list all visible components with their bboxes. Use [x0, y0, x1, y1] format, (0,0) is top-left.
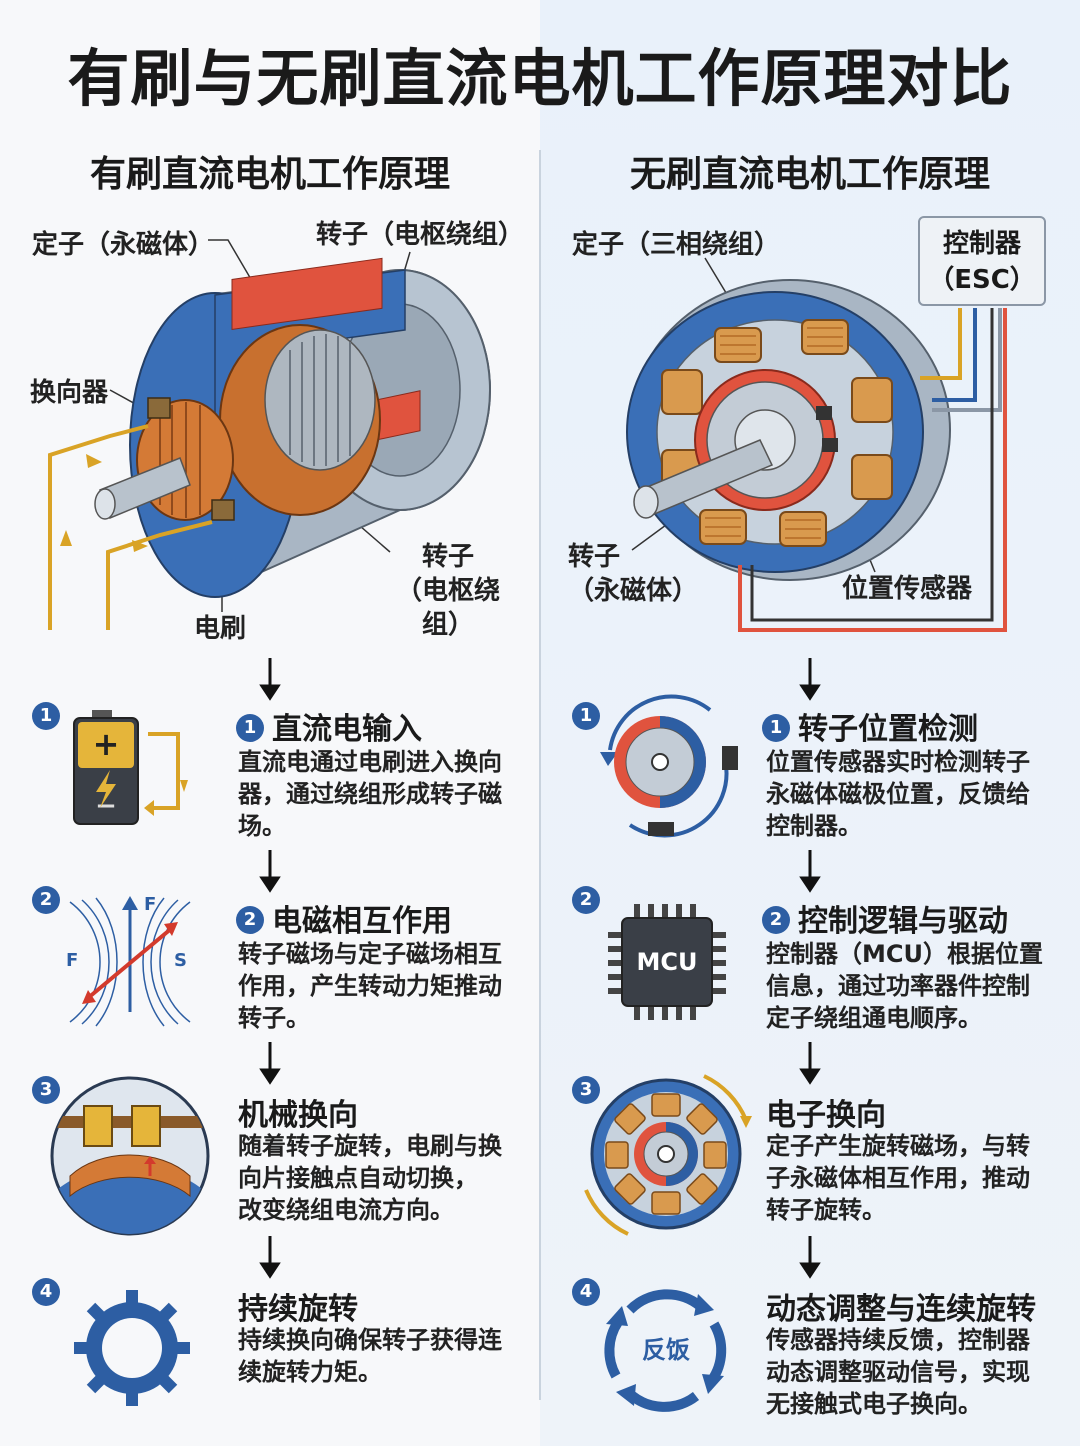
brushless-motor-illustration	[626, 257, 1007, 632]
svg-text:+: +	[93, 725, 120, 763]
chip-label: MCU	[637, 948, 698, 976]
label-rotor-armature-bottom: 转子 （电枢绕组）	[395, 542, 500, 640]
label-commutator: 换向器	[30, 378, 109, 408]
step-description: 持续换向确保转子获得连续旋转力矩。	[238, 1326, 502, 1386]
brushed-motor-illustration	[48, 239, 491, 630]
step-number-badge: 2	[572, 886, 600, 914]
brushless-heading: 无刷直流电机工作原理	[629, 154, 990, 195]
step-description: 直流电通过电刷进入换向器，通过绕组形成转子磁场。	[238, 748, 502, 840]
step-number-badge: 3	[572, 1076, 600, 1104]
step-description: 随着转子旋转，电刷与换向片接触点自动切换，改变绕组电流方向。	[238, 1132, 502, 1224]
controller-esc-box: 控制器 （ESC）	[918, 216, 1046, 306]
step-title: 电子换向	[766, 1098, 886, 1133]
label-stator-three-phase: 定子（三相绕组）	[572, 230, 781, 260]
step-description: 位置传感器实时检测转子永磁体磁极位置，反馈给控制器。	[766, 748, 1030, 840]
step-number-badge: 1	[32, 702, 60, 730]
force-label-f-top: F	[144, 894, 156, 915]
feedback-cycle-icon: 反饭	[604, 1289, 727, 1412]
step-description: 传感器持续反馈，控制器动态调整驱动信号，实现无接触式电子换向。	[766, 1326, 1030, 1418]
feedback-label: 反饭	[642, 1336, 690, 1364]
step-title: 持续旋转	[238, 1292, 358, 1327]
step-title: 动态调整与连续旋转	[766, 1292, 1036, 1327]
rotor-position-sensing-icon	[600, 694, 738, 838]
label-stator-permanent-magnet: 定子（永磁体）	[32, 230, 215, 260]
label-brush: 电刷	[194, 614, 247, 644]
step-description: 定子产生旋转磁场，与转子永磁体相互作用，推动转子旋转。	[766, 1132, 1030, 1224]
step-number-badge: 1	[572, 702, 600, 730]
label-rotor-armature-top: 转子（电枢绕组）	[316, 220, 525, 250]
page-title: 有刷与无刷直流电机工作原理对比	[67, 42, 1013, 115]
brushed-heading: 有刷直流电机工作原理	[89, 154, 450, 195]
mcu-chip-icon: MCU	[608, 904, 726, 1020]
step-number-badge: 3	[32, 1076, 60, 1104]
label-rotor-permanent-magnet: 转子 （永磁体）	[568, 542, 699, 606]
step-number-badge: 2	[32, 886, 60, 914]
gear-rotation-icon	[74, 1290, 190, 1406]
step-description: 转子磁场与定子磁场相互作用，产生转动力矩推动转子。	[238, 940, 502, 1032]
step-number-badge: 4	[32, 1278, 60, 1306]
svg-text:−: −	[95, 791, 117, 821]
mechanical-commutation-icon	[50, 1076, 210, 1236]
battery-icon: + −	[73, 710, 188, 825]
label-position-sensor: 位置传感器	[842, 574, 973, 604]
force-label-f-left: F	[66, 950, 78, 971]
step-number-badge: 4	[572, 1278, 600, 1306]
electronic-commutation-icon	[584, 1074, 752, 1236]
pole-label-s: S	[174, 950, 187, 971]
step-title: 机械换向	[238, 1098, 358, 1133]
magnetic-field-icon: F F S	[66, 894, 191, 1027]
step-description: 控制器（MCU）根据位置信息，通过功率器件控制定子绕组通电顺序。	[766, 940, 1043, 1032]
column-divider	[539, 150, 541, 1400]
